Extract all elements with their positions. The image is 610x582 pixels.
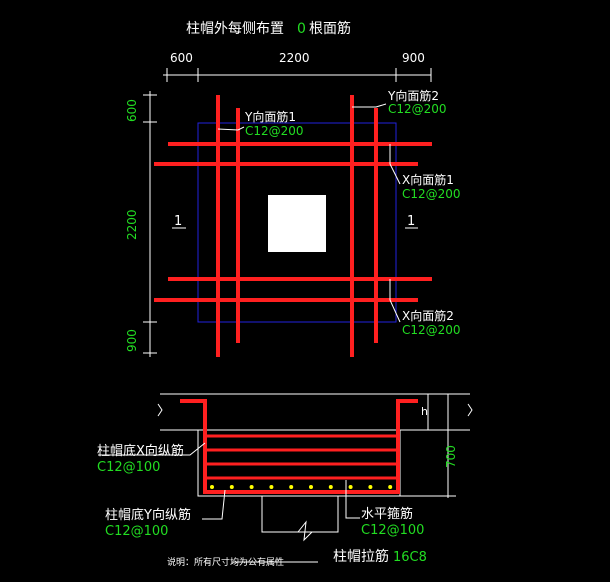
leader-line (389, 279, 401, 323)
leader-line (202, 489, 226, 520)
left-dim-2200[interactable]: 2200 (125, 209, 139, 240)
y-top-2-name: Y向面筋2 (387, 88, 439, 103)
leader-line (345, 480, 360, 519)
column-break-mark (297, 520, 313, 542)
x-top-2-spec[interactable]: C12@200 (402, 323, 461, 337)
tie-spec[interactable]: 16C8 (393, 550, 427, 565)
column-below (261, 496, 339, 533)
cap-boundary (197, 122, 397, 323)
title-count[interactable]: 0 (297, 21, 306, 37)
bottom-x-name: 柱帽底X向纵筋 (97, 443, 184, 459)
label-y-top-1: Y向面筋1 C12@200 (217, 109, 304, 138)
label-horizontal-stirrup: 水平箍筋 C12@100 (345, 480, 424, 538)
label-y-top-2: Y向面筋2 C12@200 (352, 88, 447, 116)
bottom-y-bar-dot (368, 485, 373, 489)
leader-line (352, 103, 387, 108)
tie-name: 柱帽拉筋 (333, 548, 389, 565)
y-top-1-spec[interactable]: C12@200 (245, 124, 304, 138)
section-rebars (180, 399, 418, 494)
label-x-top-1: X向面筋1 C12@200 (389, 144, 461, 201)
bottom-y-bar-dot (249, 485, 254, 489)
y-top-1-name: Y向面筋1 (244, 109, 296, 124)
label-x-top-2: X向面筋2 C12@200 (389, 279, 461, 337)
title-prefix: 柱帽外每侧布置 (186, 21, 284, 37)
x-top-1-spec[interactable]: C12@200 (402, 187, 461, 201)
bottom-y-bar-dot (289, 485, 294, 489)
h-label: h (421, 405, 428, 418)
height-dim-700[interactable]: 700 (444, 445, 458, 468)
leader-line (389, 144, 401, 185)
x-top-1-name: X向面筋1 (402, 172, 454, 187)
break-mark-left (157, 403, 163, 417)
horizontal-stirrup-name: 水平箍筋 (361, 506, 413, 522)
x-top-2-name: X向面筋2 (402, 308, 454, 323)
bottom-y-bar-dot (348, 485, 353, 489)
leader-line (217, 126, 245, 131)
section-dimensions: h 700 (400, 393, 458, 498)
left-dim-900[interactable]: 900 (125, 329, 139, 352)
top-dim-2200: 2200 (279, 51, 310, 65)
left-dim-600[interactable]: 600 (125, 99, 139, 122)
column-section (268, 195, 326, 252)
label-bottom-x: 柱帽底X向纵筋 C12@100 (97, 442, 206, 475)
outer-u-bar (180, 399, 418, 494)
break-mark-right (467, 403, 473, 417)
left-dimension: 600 2200 900 (125, 91, 157, 357)
label-tie: 柱帽拉筋 16C8 (232, 548, 427, 565)
note-text: 说明：所有尺寸均为公有属性 (167, 556, 284, 568)
bottom-y-bar-dots (210, 485, 393, 489)
leader-line (98, 442, 206, 456)
top-dimension: 600 2200 900 (163, 51, 432, 82)
section-markers: 1 1 (172, 214, 418, 229)
y-top-2-spec[interactable]: C12@200 (388, 102, 447, 116)
bottom-y-bar-dot (229, 485, 234, 489)
label-bottom-y: 柱帽底Y向纵筋 C12@100 (105, 489, 226, 539)
bottom-y-spec[interactable]: C12@100 (105, 524, 168, 539)
bottom-y-bar-dot (210, 485, 214, 489)
horizontal-stirrup-spec[interactable]: C12@100 (361, 523, 424, 538)
bottom-x-spec[interactable]: C12@100 (97, 460, 160, 475)
bottom-y-name: 柱帽底Y向纵筋 (105, 507, 191, 523)
top-dim-600: 600 (170, 51, 193, 65)
plan-rebars (154, 95, 432, 357)
title: 柱帽外每侧布置 0 根面筋 (186, 20, 351, 37)
top-dim-900: 900 (402, 51, 425, 65)
bottom-y-bar-dot (269, 485, 274, 489)
bottom-y-bar-dot (309, 485, 313, 489)
section-mark-left: 1 (174, 214, 182, 229)
section-mark-right: 1 (407, 214, 415, 229)
title-suffix: 根面筋 (309, 20, 351, 37)
bottom-y-bar-dot (388, 485, 393, 489)
bottom-y-bar-dot (328, 485, 333, 489)
